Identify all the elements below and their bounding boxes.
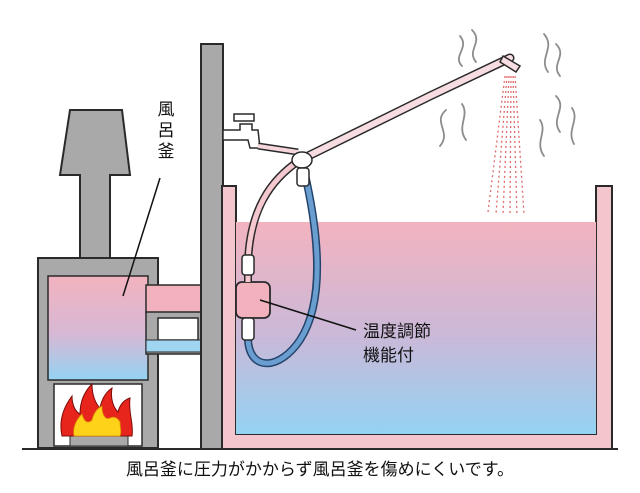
connector-lower <box>241 317 255 341</box>
bath-water <box>236 222 596 434</box>
heater-water <box>47 275 149 381</box>
thermo-label: 温度調節 機能付 <box>363 320 431 368</box>
heat-exchanger <box>235 281 271 319</box>
burner-plate <box>69 435 129 447</box>
faucet <box>222 123 261 149</box>
valve-collar <box>296 167 310 187</box>
chimney <box>58 109 132 259</box>
thermo-pointer <box>259 299 357 331</box>
furogama-pointer <box>122 177 161 297</box>
thermo-label-line1: 温度調節 <box>363 322 431 342</box>
faucet-handle <box>233 113 255 122</box>
caption: 風呂釜に圧力がかからず風呂釜を傷めにくいです。 <box>125 460 515 480</box>
steam <box>439 29 576 157</box>
furogama-char-1: 風 <box>157 100 175 120</box>
furogama-char-2: 呂 <box>157 121 175 141</box>
thermo-valve <box>291 151 313 169</box>
connector-upper <box>241 254 255 276</box>
thermo-label-line2: 機能付 <box>363 346 414 366</box>
shower-spray <box>487 75 525 217</box>
furogama-char-3: 釜 <box>157 142 175 162</box>
wall <box>200 43 224 450</box>
flame-inner <box>73 405 122 437</box>
furogama-label: 風 呂 釜 <box>155 100 177 163</box>
shower-head <box>499 54 522 74</box>
lower-pipe-inner <box>157 317 199 341</box>
